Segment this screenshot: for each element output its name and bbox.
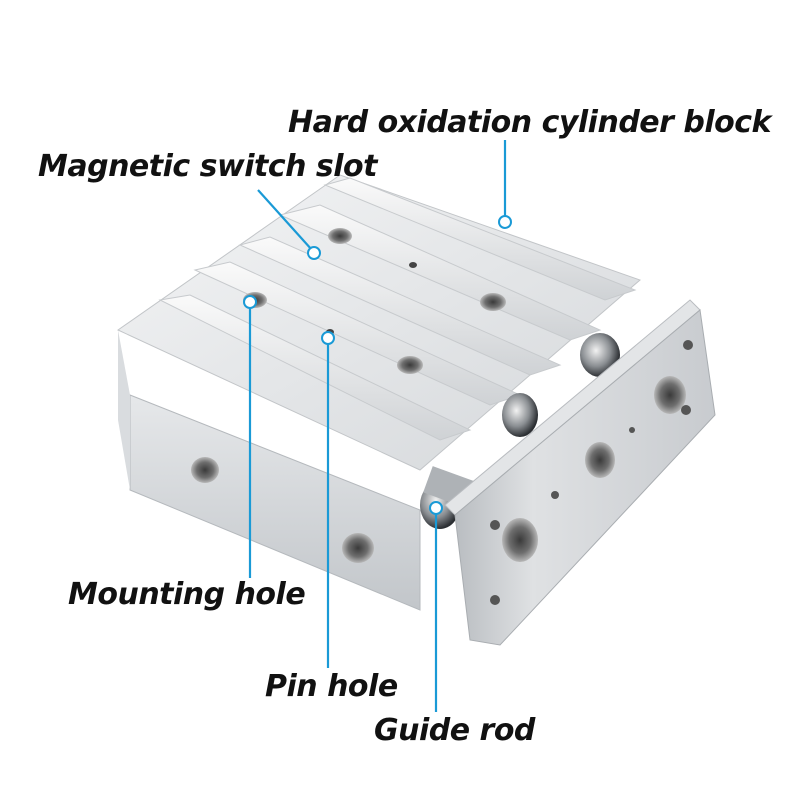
mounting-hole-label: Mounting hole [68, 577, 306, 612]
cylinder-body [117, 174, 641, 611]
leader-dots [243, 215, 512, 515]
guide-rods [420, 333, 620, 529]
hard-oxidation-label: Hard oxidation cylinder block [288, 105, 772, 140]
end-plate [444, 299, 716, 646]
pin-hole-label: Pin hole [265, 669, 398, 704]
guide-rod-label: Guide rod [374, 713, 535, 748]
magnetic-switch-slot-label: Magnetic switch slot [38, 149, 378, 184]
leader-lines [248, 140, 507, 712]
